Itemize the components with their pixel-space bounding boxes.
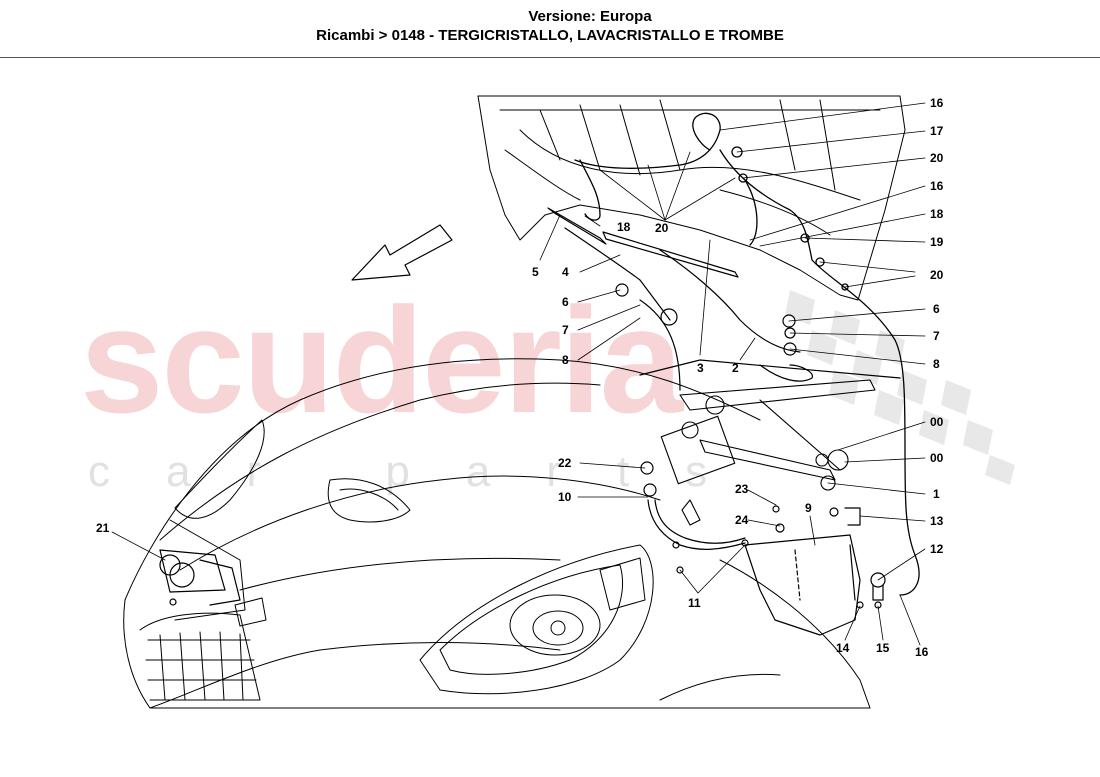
exploded-parts-diagram: 16 17 20 16 18 19 20 6 7 8 00 00 1 13 12… (96, 95, 1015, 709)
page-title: Ricambi > 0148 - TERGICRISTALLO, LAVACRI… (316, 27, 784, 44)
callout-13: 13 (930, 514, 944, 528)
callout-10: 10 (558, 490, 572, 504)
wiper-assembly (547, 207, 901, 391)
header-divider (0, 57, 1100, 58)
callout-24: 24 (735, 513, 749, 527)
callout-16: 16 (930, 179, 944, 193)
callout-9: 9 (805, 501, 812, 515)
callout-00: 00 (930, 451, 944, 465)
page-header: Versione: Europa Ricambi > 0148 - TERGIC… (0, 0, 1100, 58)
version-label: Versione: Europa (528, 8, 652, 25)
callout-16: 16 (915, 645, 929, 659)
callout-8: 8 (562, 353, 569, 367)
callout-leader-lines (111, 102, 926, 646)
hood-underside (477, 95, 906, 301)
callout-00: 00 (930, 415, 944, 429)
wiper-motor-linkage (660, 379, 876, 526)
callout-6: 6 (562, 295, 569, 309)
callout-18: 18 (617, 220, 631, 234)
callout-1: 1 (933, 487, 940, 501)
callout-7: 7 (933, 329, 940, 343)
washer-hoses (574, 112, 920, 596)
checkered-flag-watermark (785, 290, 1015, 485)
callout-11: 11 (688, 596, 701, 610)
callout-23: 23 (735, 482, 749, 496)
direction-arrow-icon (351, 224, 453, 281)
callout-15: 15 (876, 641, 890, 655)
callout-21: 21 (96, 521, 110, 535)
callout-labels: 16 17 20 16 18 19 20 6 7 8 00 00 1 13 12… (96, 96, 944, 659)
callout-18: 18 (930, 207, 944, 221)
callout-20: 20 (655, 221, 669, 235)
callout-4: 4 (562, 265, 569, 279)
callout-16: 16 (930, 96, 944, 110)
watermark-logo: scuderia (80, 276, 683, 444)
callout-5: 5 (532, 265, 539, 279)
callout-22: 22 (558, 456, 572, 470)
callout-19: 19 (930, 235, 944, 249)
callout-3: 3 (697, 361, 704, 375)
car-body-outline (123, 358, 871, 709)
callout-2: 2 (732, 361, 739, 375)
callout-7: 7 (562, 323, 569, 337)
callout-8: 8 (933, 357, 940, 371)
washer-reservoir (640, 461, 886, 636)
callout-20: 20 (930, 151, 944, 165)
callout-20: 20 (930, 268, 944, 282)
callout-17: 17 (930, 124, 944, 138)
horn-assembly (159, 549, 241, 606)
callout-6: 6 (933, 302, 940, 316)
callout-14: 14 (836, 641, 850, 655)
callout-12: 12 (930, 542, 944, 556)
